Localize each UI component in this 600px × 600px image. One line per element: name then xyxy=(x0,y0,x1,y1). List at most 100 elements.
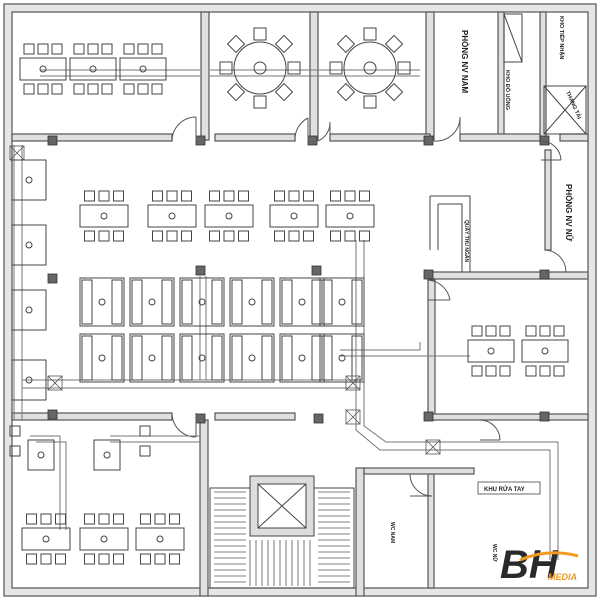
chair xyxy=(113,553,124,565)
table-light xyxy=(25,306,33,314)
table-light xyxy=(98,298,106,306)
label-wc-nu: WC NỮ xyxy=(491,544,498,562)
booth-seat xyxy=(231,279,243,325)
chair xyxy=(471,365,483,377)
table-light xyxy=(25,241,33,249)
chair xyxy=(26,553,37,565)
chair xyxy=(151,43,163,55)
booth-seat xyxy=(261,279,273,325)
dining-table xyxy=(204,204,254,228)
chair xyxy=(219,61,233,75)
table-light xyxy=(487,347,495,355)
table-light xyxy=(248,354,256,362)
booth-block xyxy=(79,277,125,327)
booth-block xyxy=(129,277,175,327)
chair xyxy=(152,230,163,242)
vip-round-tables xyxy=(233,41,397,95)
side-table-set xyxy=(11,159,47,201)
chair xyxy=(336,82,356,102)
chair xyxy=(223,190,235,202)
chair xyxy=(101,43,113,55)
booth-block xyxy=(79,333,125,383)
side-table xyxy=(11,224,47,266)
booth-table xyxy=(229,277,275,327)
booth-seat xyxy=(81,335,93,381)
label-wc-nam: WC NAM xyxy=(389,522,395,543)
chair xyxy=(303,190,314,202)
chair xyxy=(344,230,356,242)
chair xyxy=(51,43,63,55)
booth-block xyxy=(129,333,175,383)
booth-seat xyxy=(211,335,223,381)
dining-table-set xyxy=(147,190,197,242)
dining-table xyxy=(79,204,129,228)
booth-seat xyxy=(231,335,243,381)
dining-table-set xyxy=(79,190,129,242)
chair xyxy=(166,190,178,202)
chair xyxy=(55,553,66,565)
chair xyxy=(539,365,551,377)
dining-table-set xyxy=(521,325,569,377)
dining-table xyxy=(21,527,71,551)
side-table xyxy=(11,359,47,401)
booth-seat xyxy=(321,335,333,381)
table-light xyxy=(98,354,106,362)
chair xyxy=(151,83,163,95)
storage-racks xyxy=(503,13,523,63)
table-light xyxy=(298,298,306,306)
chair xyxy=(181,190,192,202)
chair xyxy=(169,553,180,565)
chair xyxy=(140,513,151,525)
dining-table xyxy=(269,204,319,228)
booth-seat xyxy=(211,279,223,325)
booth-table xyxy=(319,277,365,327)
dining-table xyxy=(467,339,515,363)
label-kho-do-uong: KHO ĐỒ UỐNG xyxy=(504,70,511,110)
booth-table xyxy=(129,277,175,327)
side-table xyxy=(11,289,47,331)
table-light xyxy=(139,65,147,73)
booth-table xyxy=(79,333,125,383)
chair xyxy=(113,190,124,202)
booth-seat xyxy=(351,335,363,381)
booth-block xyxy=(179,333,225,383)
booth-seat xyxy=(261,335,273,381)
dining-table-set xyxy=(19,43,67,95)
chair xyxy=(384,82,404,102)
booth-seat xyxy=(111,279,123,325)
booth-block xyxy=(279,333,325,383)
side-table-set xyxy=(11,224,47,266)
chair xyxy=(397,61,411,75)
chair xyxy=(87,83,99,95)
booth-table xyxy=(129,333,175,383)
chair xyxy=(359,230,370,242)
chair xyxy=(169,513,180,525)
booth-seat xyxy=(131,335,143,381)
table-light xyxy=(148,354,156,362)
chair xyxy=(274,82,294,102)
table-light xyxy=(290,212,298,220)
chair xyxy=(166,230,178,242)
chair xyxy=(359,190,370,202)
booth-block xyxy=(229,277,275,327)
booth-seat xyxy=(281,279,293,325)
table-light xyxy=(25,376,33,384)
chair xyxy=(209,230,220,242)
table-light xyxy=(156,535,164,543)
stairs xyxy=(214,491,350,586)
chair xyxy=(55,513,66,525)
chair xyxy=(253,95,267,109)
booth-seat xyxy=(111,335,123,381)
doors xyxy=(171,116,567,497)
vip-chairs xyxy=(219,27,411,109)
chair xyxy=(384,34,404,54)
table-light xyxy=(541,347,549,355)
chair xyxy=(499,325,511,337)
booth-seat xyxy=(181,279,193,325)
dining-table xyxy=(325,204,375,228)
chair xyxy=(336,34,356,54)
booth-seat xyxy=(321,279,333,325)
chair xyxy=(139,445,151,457)
chair xyxy=(73,43,85,55)
